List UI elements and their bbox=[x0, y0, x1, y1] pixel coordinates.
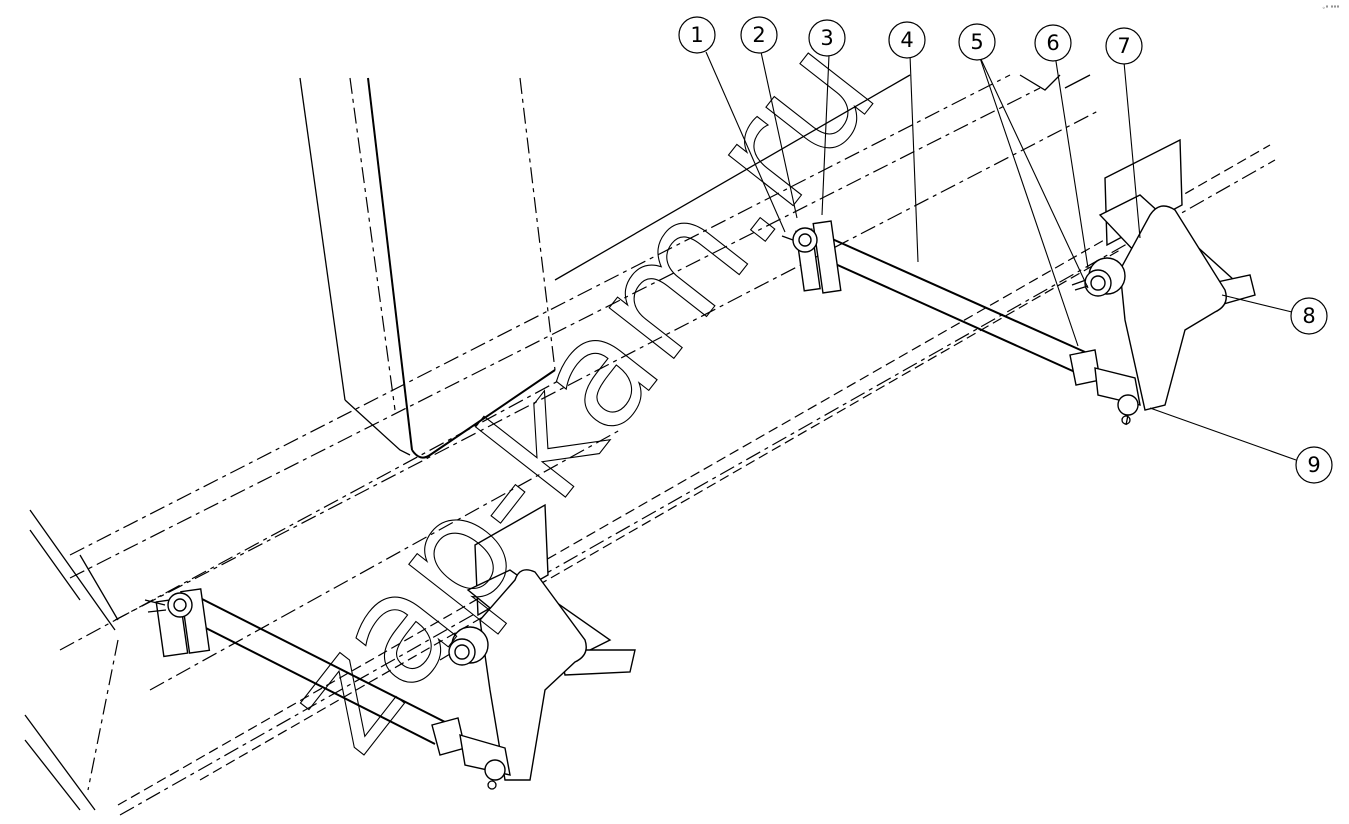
callout-9-label: 9 bbox=[1307, 453, 1320, 477]
callout-8: 8 bbox=[1290, 297, 1328, 335]
callout-3-label: 3 bbox=[820, 26, 833, 50]
upper-linkage bbox=[781, 138, 1256, 426]
frame-outline bbox=[24, 74, 1276, 816]
callout-2-label: 2 bbox=[752, 23, 765, 47]
callout-9: 9 bbox=[1295, 446, 1333, 484]
callout-8-label: 8 bbox=[1302, 304, 1315, 328]
callout-6-label: 6 bbox=[1046, 31, 1059, 55]
lower-linkage bbox=[144, 503, 636, 790]
callout-5-label: 5 bbox=[970, 30, 983, 54]
callout-7-label: 7 bbox=[1117, 34, 1130, 58]
callout-6: 6 bbox=[1034, 24, 1072, 62]
callout-3: 3 bbox=[808, 19, 846, 57]
callout-5: 5 bbox=[958, 23, 996, 61]
callout-4: 4 bbox=[888, 21, 926, 59]
corner-mark: ◦° °°° bbox=[1322, 5, 1339, 12]
callout-1-label: 1 bbox=[690, 23, 703, 47]
callout-1: 1 bbox=[678, 16, 716, 54]
leader-lines bbox=[705, 51, 1297, 461]
callout-7: 7 bbox=[1105, 27, 1143, 65]
callout-2: 2 bbox=[740, 16, 778, 54]
callout-4-label: 4 bbox=[900, 28, 913, 52]
